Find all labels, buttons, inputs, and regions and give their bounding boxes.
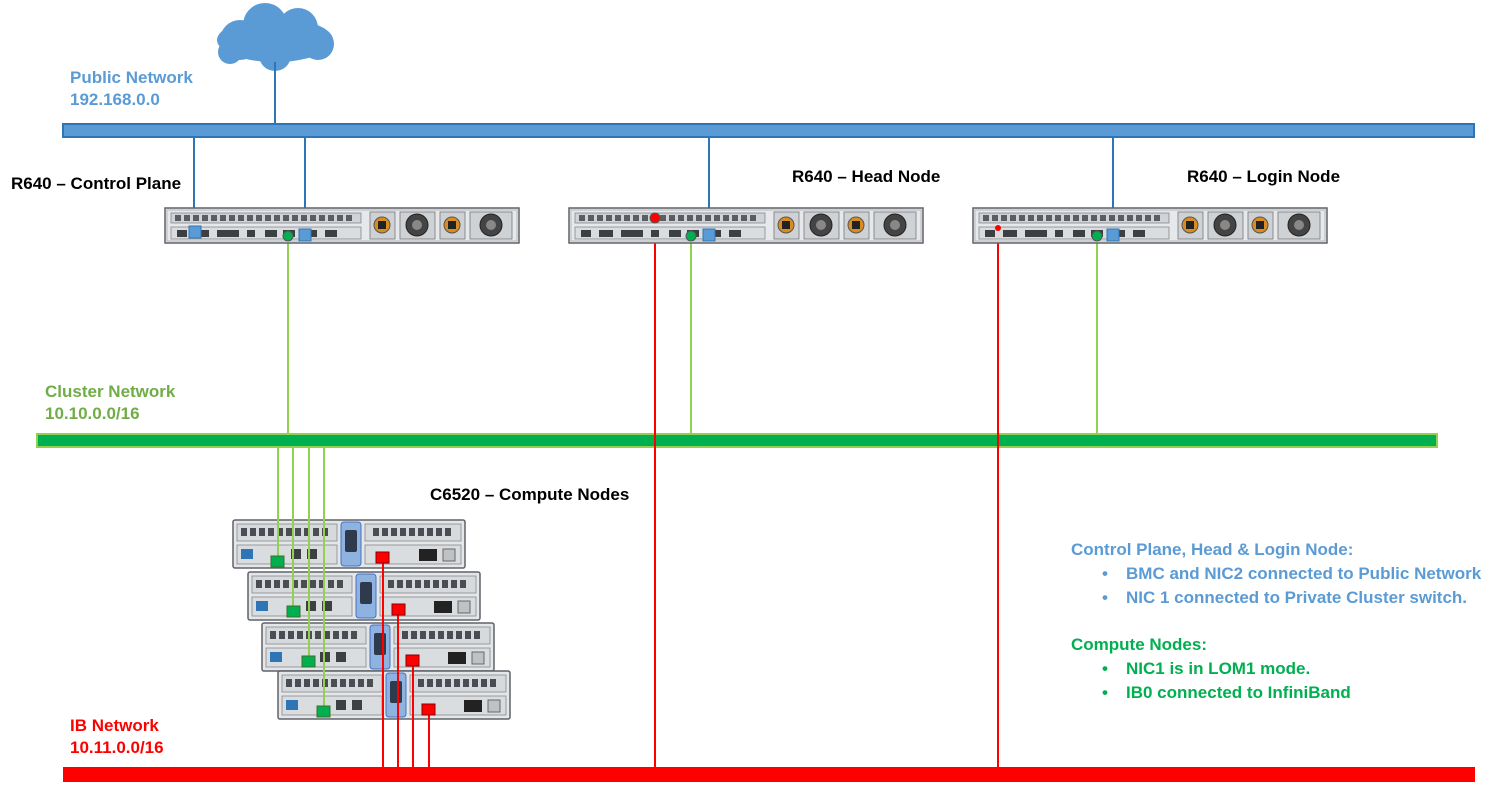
cloud-icon — [217, 3, 334, 71]
legend-item: IB0 connected to InfiniBand — [1102, 681, 1481, 705]
legend-item: NIC1 is in LOM1 mode. — [1102, 657, 1481, 681]
cluster-links — [287, 236, 1098, 434]
compute-ib-ports — [375, 551, 436, 716]
public-network-bar — [62, 123, 1475, 138]
login-node-label: R640 – Login Node — [1187, 167, 1341, 186]
rack-server-icon — [972, 207, 1328, 244]
cluster-network-bar — [36, 433, 1438, 448]
ib-links — [654, 218, 999, 767]
ib-network-label: IB Network 10.11.0.0/16 — [70, 715, 164, 759]
cluster-network-subnet: 10.10.0.0/16 — [45, 404, 140, 423]
legend-item: BMC and NIC2 connected to Public Network — [1102, 562, 1481, 586]
compute-nic-ports — [270, 555, 331, 718]
cluster-network-name: Cluster Network — [45, 382, 176, 401]
compute-cluster-links — [277, 447, 325, 712]
ib-network-name: IB Network — [70, 716, 159, 735]
compute-nodes-label: C6520 – Compute Nodes — [430, 485, 630, 504]
legend-title: Control Plane, Head & Login Node: — [1071, 540, 1354, 559]
public-network-label: Public Network 192.168.0.0 — [70, 67, 193, 111]
compute-sled-icon — [232, 519, 511, 720]
compute-ib-links — [382, 556, 430, 767]
rack-server-icon — [164, 207, 520, 244]
legend-title: Compute Nodes: — [1071, 635, 1207, 654]
legend-item: NIC 1 connected to Private Cluster switc… — [1102, 586, 1481, 610]
legend-section-compute: Compute Nodes: NIC1 is in LOM1 mode. IB0… — [1071, 633, 1481, 705]
legend-section-management: Control Plane, Head & Login Node: BMC an… — [1071, 538, 1481, 610]
ib-network-bar — [63, 767, 1475, 782]
legend: Control Plane, Head & Login Node: BMC an… — [1071, 538, 1481, 705]
rack-server-icon — [568, 207, 924, 244]
public-network-subnet: 192.168.0.0 — [70, 90, 160, 109]
ib-network-subnet: 10.11.0.0/16 — [70, 738, 164, 757]
public-network-name: Public Network — [70, 68, 193, 87]
head-node-label: R640 – Head Node — [792, 167, 941, 186]
control-plane-label: R640 – Control Plane — [11, 174, 182, 193]
cluster-network-label: Cluster Network 10.10.0.0/16 — [45, 381, 175, 425]
